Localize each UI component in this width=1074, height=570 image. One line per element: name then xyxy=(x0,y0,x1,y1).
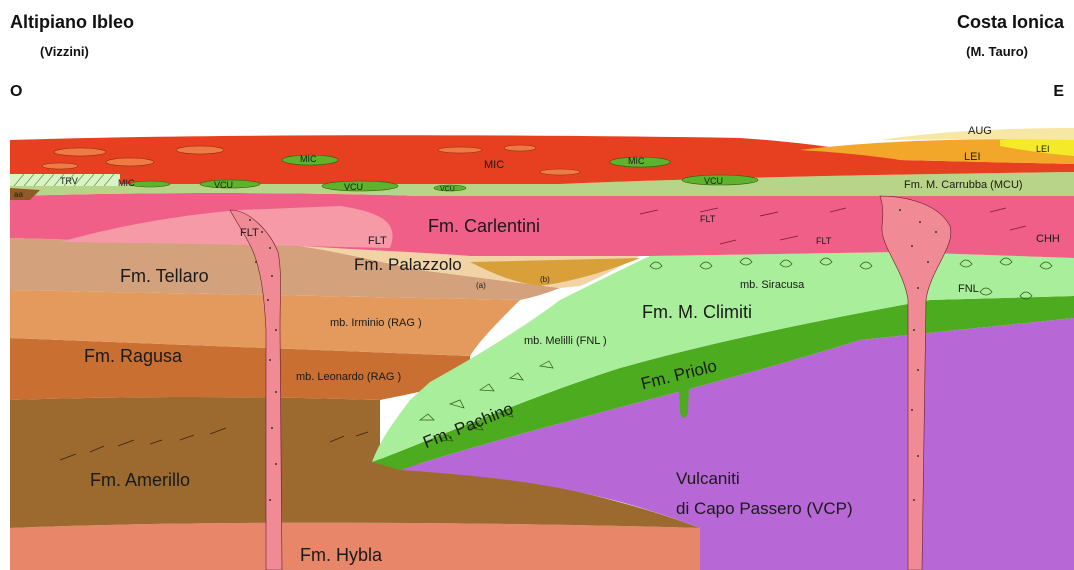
label-lei-b: LEI xyxy=(1036,144,1050,154)
label-amerillo: Fm. Amerillo xyxy=(90,470,190,490)
label-climiti: Fm. M. Climiti xyxy=(642,302,752,322)
label-vcp-line2: di Capo Passero (VCP) xyxy=(676,499,853,518)
label-flt-b: FLT xyxy=(240,227,259,239)
label-vcu-b: VCU xyxy=(344,182,363,192)
label-hybla: Fm. Hybla xyxy=(300,545,383,565)
label-trv: TRV xyxy=(60,176,78,186)
label-melilli: mb. Melilli (FNL ) xyxy=(524,335,607,347)
label-tellaro: Fm. Tellaro xyxy=(120,266,209,286)
label-chh: CHH xyxy=(1036,233,1060,245)
right-subtitle: (M. Tauro) xyxy=(966,44,1028,59)
label-carlentini: Fm. Carlentini xyxy=(428,216,540,236)
label-flt: FLT xyxy=(368,235,387,247)
label-flt-d: FLT xyxy=(816,236,832,246)
label-fnl: FNL xyxy=(958,283,979,295)
label-ragusa: Fm. Ragusa xyxy=(84,346,183,366)
left-subtitle: (Vizzini) xyxy=(40,44,89,59)
label-leonardo: mb. Leonardo (RAG ) xyxy=(296,371,401,383)
label-vcu-a: VCU xyxy=(214,180,233,190)
label-flt-c: FLT xyxy=(700,214,716,224)
label-pal-a: (a) xyxy=(476,281,486,290)
label-mcu: Fm. M. Carrubba (MCU) xyxy=(904,179,1023,191)
label-aug: AUG xyxy=(968,125,992,137)
label-siracusa: mb. Siracusa xyxy=(740,279,805,291)
label-irminio: mb. Irminio (RAG ) xyxy=(330,317,422,329)
label-mic-c: MIC xyxy=(118,178,135,188)
right-title: Costa Ionica xyxy=(957,12,1065,32)
label-mic: MIC xyxy=(484,159,504,171)
label-pal-b: (b) xyxy=(540,275,550,284)
label-vcu-d: VCU xyxy=(440,186,455,193)
left-title: Altipiano Ibleo xyxy=(10,12,134,32)
label-vcp-line1: Vulcaniti xyxy=(676,469,740,488)
west-marker: O xyxy=(10,83,22,100)
label-palazzolo: Fm. Palazzolo xyxy=(354,255,462,274)
label-mic-b: MIC xyxy=(628,156,645,166)
label-aa: aa xyxy=(14,190,23,199)
label-vcu-c: VCU xyxy=(704,176,723,186)
label-lei: LEI xyxy=(964,151,981,163)
label-mic-a: MIC xyxy=(300,154,317,164)
east-marker: E xyxy=(1053,83,1064,100)
